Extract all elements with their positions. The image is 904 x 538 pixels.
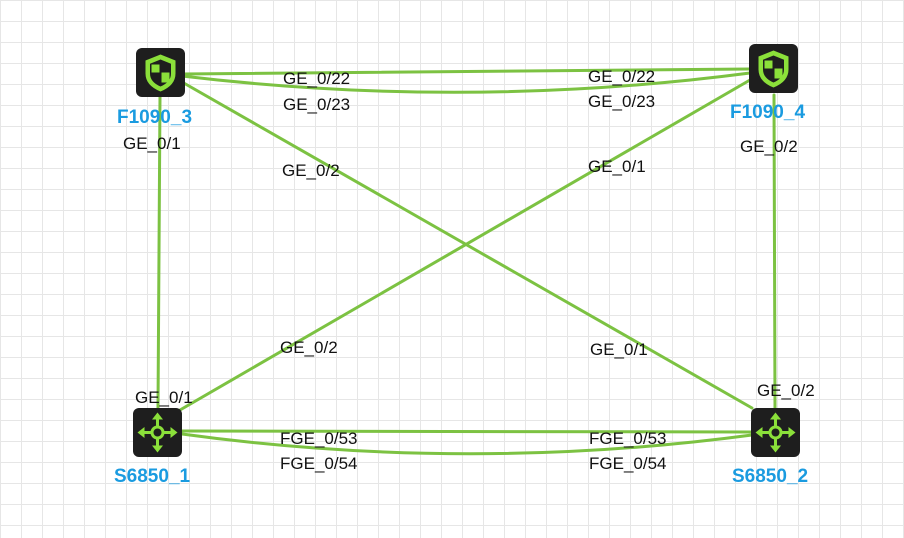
port-label: GE_0/2 (280, 338, 338, 357)
link-f4-s2[interactable] (772, 93, 777, 410)
link-f3-f4-ge23[interactable] (180, 71, 752, 94)
port-label: GE_0/1 (588, 157, 646, 176)
switch-arrows-icon (755, 412, 796, 453)
device-name: F1090_4 (730, 102, 805, 123)
links-layer (156, 67, 777, 456)
port-label: GE_0/22 (283, 69, 350, 88)
device-name: S6850_1 (114, 466, 191, 487)
port-labels: GE_0/22 GE_0/22 GE_0/23 GE_0/23 GE_0/1 G… (123, 67, 815, 473)
device-s6850-2[interactable]: S6850_2 (732, 408, 808, 487)
link-s1-s2-fge54[interactable] (180, 432, 754, 456)
device-f1090-4[interactable]: F1090_4 (730, 44, 805, 123)
device-icon-box (133, 408, 182, 457)
port-label: GE_0/2 (282, 161, 340, 180)
device-name: F1090_3 (117, 107, 192, 128)
port-label: FGE_0/53 (280, 429, 358, 448)
device-s6850-1[interactable]: S6850_1 (114, 408, 191, 487)
port-label: FGE_0/54 (280, 454, 358, 473)
port-label: GE_0/23 (283, 95, 350, 114)
device-icon-box (751, 408, 800, 457)
port-label: GE_0/23 (588, 92, 655, 111)
port-label: GE_0/2 (740, 137, 798, 156)
device-name: S6850_2 (732, 466, 808, 487)
port-label: GE_0/22 (588, 67, 655, 86)
firewall-shield-icon (145, 54, 176, 92)
switch-arrows-icon (137, 412, 178, 453)
firewall-shield-icon (758, 50, 789, 88)
port-label: GE_0/2 (757, 381, 815, 400)
link-f3-s1[interactable] (156, 94, 162, 410)
port-label: GE_0/1 (123, 134, 181, 153)
device-f1090-3[interactable]: F1090_3 (117, 48, 192, 128)
port-label: GE_0/1 (135, 388, 193, 407)
link-s1-s2-fge53[interactable] (180, 429, 754, 434)
port-label: FGE_0/54 (589, 454, 667, 473)
link-f3-f4-ge22[interactable] (180, 67, 752, 76)
link-f4-s1[interactable] (178, 78, 752, 412)
port-label: FGE_0/53 (589, 429, 667, 448)
port-label: GE_0/1 (590, 340, 648, 359)
